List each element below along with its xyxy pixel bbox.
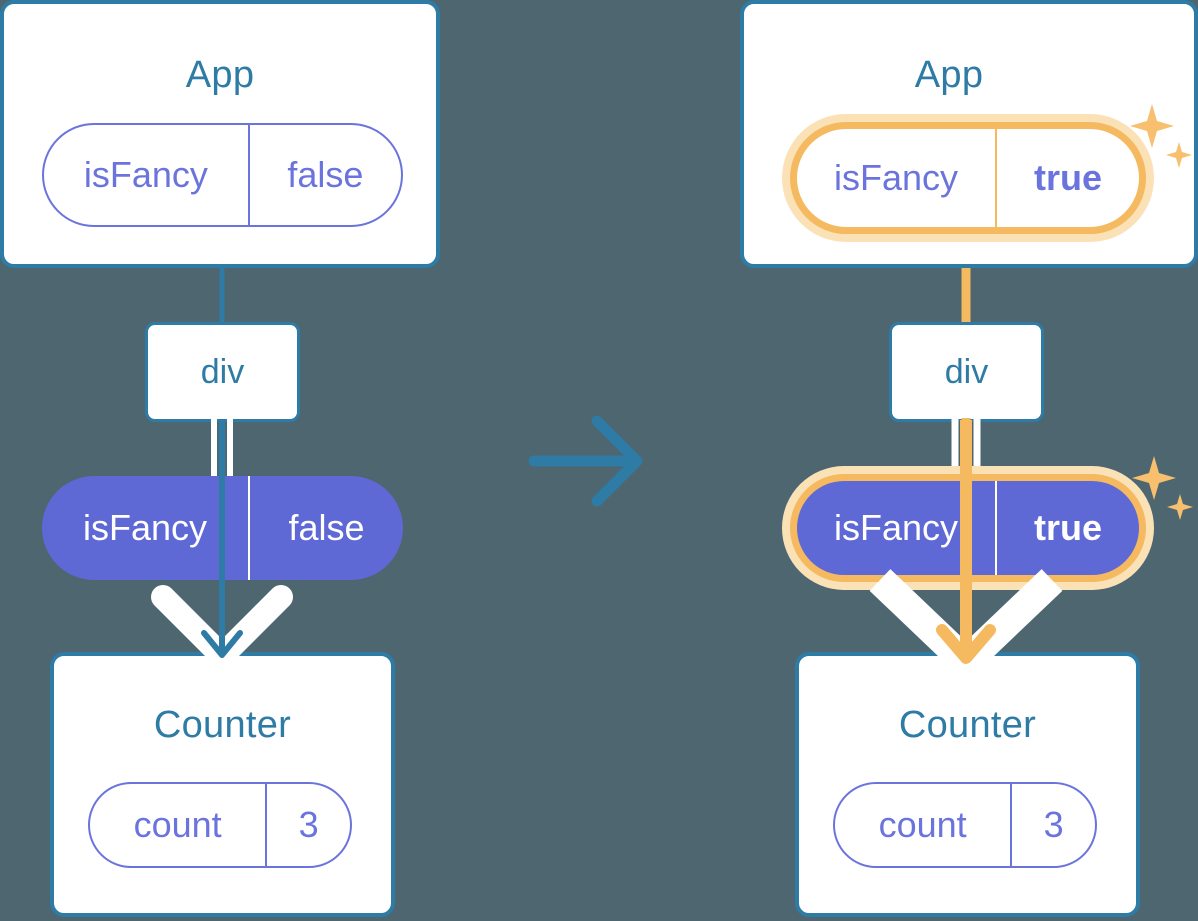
- app-state-pill-key-before: isFancy: [83, 154, 208, 195]
- counter-state-pill-key-after: count: [878, 804, 967, 845]
- app-state-pill-value-after: true: [995, 129, 1139, 227]
- sparkle-icon-small: [1167, 494, 1193, 520]
- counter-card-title-before: Counter: [153, 704, 292, 746]
- counter-state-pill-value-after: 3: [1010, 784, 1095, 866]
- prop-pill-after: isFancy true: [790, 474, 1146, 582]
- counter-state-pill-value-before: 3: [265, 784, 350, 866]
- counter-state-pill-after: count 3: [833, 782, 1097, 868]
- sparkle-icon-large: [1132, 456, 1176, 500]
- app-state-pill-key-after: isFancy: [833, 157, 959, 198]
- prop-pill-key-before: isFancy: [82, 507, 208, 548]
- counter-card-title-after: Counter: [898, 704, 1037, 746]
- counter-state-pill-key-before: count: [133, 804, 222, 845]
- sparkle-icon-large: [1130, 104, 1174, 148]
- sparkle-icon-small: [1166, 142, 1192, 168]
- prop-pill-key-after: isFancy: [833, 507, 959, 548]
- app-state-pill-value-before: false: [247, 125, 401, 225]
- prop-pill-value-after: true: [995, 481, 1139, 575]
- div-node-after: div: [889, 322, 1044, 422]
- div-node-before: div: [145, 322, 300, 422]
- sparkles-prop-after: [1132, 456, 1193, 520]
- sparkles-app-after: [1130, 104, 1192, 168]
- div-node-label-after: div: [944, 352, 989, 391]
- div-node-label-before: div: [200, 352, 245, 391]
- app-card-title-before: App: [185, 54, 255, 96]
- app-state-pill-after: isFancy true: [790, 122, 1146, 234]
- app-state-pill-before: isFancy false: [42, 123, 403, 227]
- app-card-title-after: App: [914, 54, 984, 96]
- counter-state-pill-before: count 3: [88, 782, 352, 868]
- prop-pill-value-before: false: [248, 476, 403, 580]
